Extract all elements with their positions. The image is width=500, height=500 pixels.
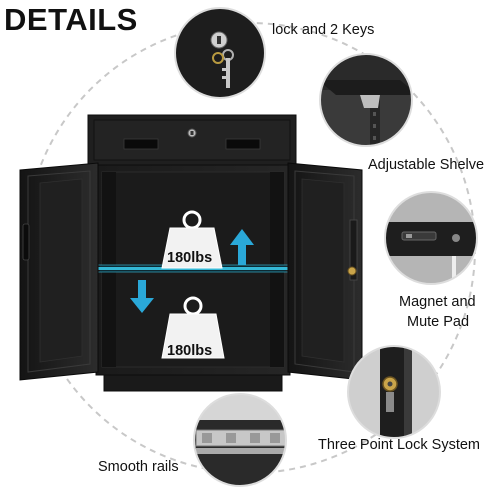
magnet-detail-circle: [385, 192, 477, 284]
weight-label-upper: 180lbs: [167, 250, 213, 266]
rails-detail-circle: [194, 394, 286, 486]
weight-label-lower: 180lbs: [167, 343, 213, 359]
feature-label-rails: Smooth rails: [98, 459, 179, 475]
feature-label-shelf: Adjustable Shelve: [368, 157, 485, 173]
lock-system-detail-circle: [348, 346, 440, 438]
feature-label-lock: lock and 2 Keys: [272, 22, 375, 38]
arrow-up-icon: [230, 229, 254, 265]
page-title: DETAILS: [4, 2, 138, 37]
weight-icon: [161, 296, 225, 359]
feature-label-lock-system: Three Point Lock System: [318, 437, 480, 453]
weight-icon: [161, 210, 223, 269]
arrow-down-icon: [130, 280, 154, 313]
feature-label-magnet-1: Magnet and: [399, 294, 476, 310]
feature-label-magnet-2: Mute Pad: [407, 314, 470, 330]
lock-detail-circle: [175, 8, 265, 98]
